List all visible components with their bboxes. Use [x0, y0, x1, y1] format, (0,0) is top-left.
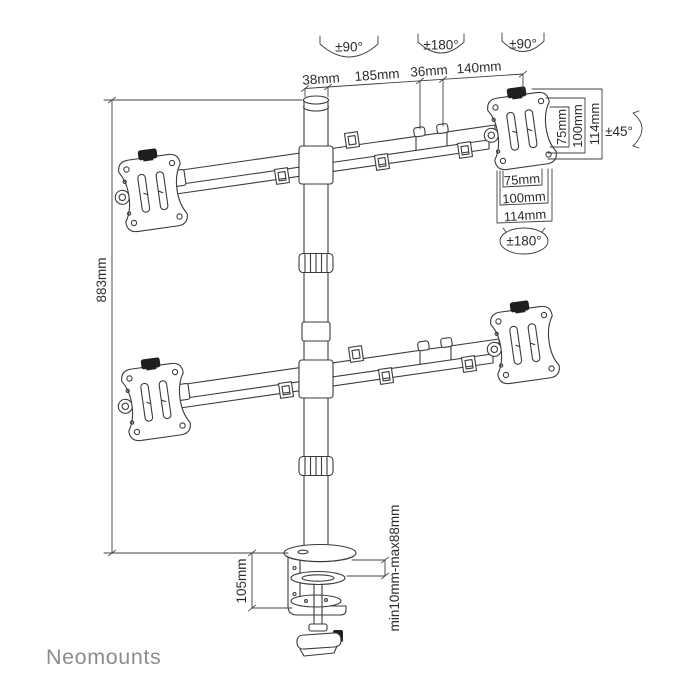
- pole-height-dimension: 883mm: [94, 96, 303, 557]
- lower-pole-sleeve: [298, 359, 334, 399]
- upper-pole-sleeve: [298, 145, 334, 185]
- desk-thickness-dimension: min10mm-max88mm: [346, 505, 402, 632]
- swivel-arc-top-center: ±180°: [417, 33, 465, 54]
- vesa-plate-upper-left: [108, 144, 190, 235]
- dim-clamp-height: 105mm: [234, 558, 249, 603]
- dim-pole-diameter: 38mm: [302, 70, 340, 88]
- upper-crossbar-arm: [176, 123, 495, 194]
- upper-pole-collar: [298, 252, 334, 274]
- dim-pole-height: 883mm: [94, 257, 109, 302]
- dim-desk-thickness: min10mm-max88mm: [387, 505, 402, 632]
- vesa-vertical-dimensions: 75mm 100mm 114mm: [531, 88, 603, 160]
- label-swivel-top-left: ±90°: [335, 40, 363, 55]
- dim-vesa-h-75: 75mm: [503, 171, 540, 188]
- clamp-screw-knob: [296, 630, 343, 657]
- dim-vesa-h-100: 100mm: [502, 189, 546, 207]
- dim-vesa-v-100: 100mm: [570, 104, 585, 147]
- dim-joint-width: 36mm: [410, 62, 448, 80]
- brand-logo: Neomounts: [46, 645, 161, 669]
- clamp-height-dimension: 105mm: [234, 549, 293, 612]
- dim-vesa-v-75: 75mm: [554, 109, 569, 145]
- dim-arm-inner-span: 185mm: [354, 66, 400, 84]
- tilt-arc: ±45°: [605, 110, 643, 149]
- label-swivel-top-right: ±90°: [509, 37, 537, 52]
- top-dimension-chain: 38mm 185mm 36mm 140mm: [301, 58, 527, 130]
- label-swivel-top-center: ±180°: [423, 38, 458, 53]
- dim-vesa-v-114: 114mm: [587, 103, 602, 145]
- vesa-plate-lower-left: [111, 353, 193, 444]
- desk-clamp: [283, 543, 357, 657]
- swivel-arc-top-left: ±90°: [319, 35, 379, 58]
- label-vesa-rotate: ±180°: [506, 234, 541, 249]
- vesa-rotate-arc: ±180°: [499, 227, 549, 255]
- lower-crossbar-arm: [180, 337, 499, 408]
- vesa-horizontal-dimensions: 75mm 100mm 114mm: [496, 168, 553, 225]
- dim-vesa-h-114: 114mm: [503, 207, 546, 225]
- dim-arm-outer-span: 140mm: [456, 58, 502, 76]
- lower-pole-collar: [298, 455, 334, 477]
- label-tilt: ±45°: [605, 124, 633, 139]
- swivel-arc-top-right: ±90°: [501, 32, 545, 52]
